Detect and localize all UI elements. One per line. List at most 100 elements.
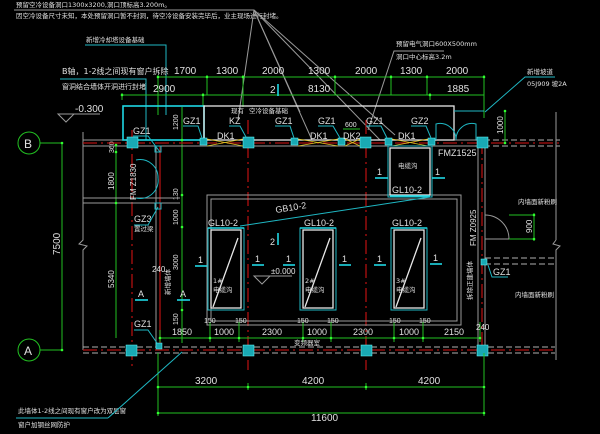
dim-bottom-1000: 1000 <box>214 327 234 337</box>
section-1-marks <box>195 177 445 267</box>
dim-bottom-4200b: 4200 <box>418 376 441 387</box>
dim-bottom-1000c: 1000 <box>399 327 419 337</box>
column-gz1 <box>199 137 208 146</box>
note-electrical-1: 预留电气洞口600X500mm <box>396 39 477 48</box>
dim-bottom-1000b: 1000 <box>307 327 327 337</box>
section-1-label: 1 <box>433 253 438 263</box>
cable-trench-2 <box>299 227 337 311</box>
leader-line <box>60 78 147 140</box>
label-fmz1525: FMZ1525 <box>438 148 477 158</box>
dim-top-2900: 2900 <box>153 84 176 95</box>
note-ac-opening: 预留空冷设备洞口1300x3200,洞口顶标高3.200m。 <box>16 0 171 9</box>
dim-top-1700: 1700 <box>174 66 197 77</box>
door-swing <box>135 159 159 179</box>
label-fmz1830: FM Z1830 <box>129 163 138 200</box>
dim-left-1000: 1000 <box>173 209 180 225</box>
label-leader <box>134 329 158 344</box>
door-swing <box>484 214 510 240</box>
trench-2-no: 2# <box>305 277 315 285</box>
dk-openings <box>206 138 429 147</box>
label-fire-beam: 置过梁 <box>134 224 154 233</box>
column-gz1 <box>384 137 393 146</box>
label-gl10-3: GL10-2 <box>392 218 422 228</box>
trench-1-no: 1# <box>213 277 223 285</box>
dim-top-1300: 1300 <box>216 66 239 77</box>
dim-left-1800: 1800 <box>107 172 116 190</box>
note-electrical-2: 洞口中心标高3.2m <box>396 52 452 61</box>
label-cabinet: 变频器室 <box>294 338 321 347</box>
section-1-label: 1 <box>435 167 440 177</box>
dim-bottom-150: 150 <box>327 318 339 325</box>
dim-ticks-top <box>121 75 485 118</box>
cable-trench-1 <box>207 227 245 311</box>
label-remove-wall: 拆除正建墙体 <box>465 261 474 301</box>
dim-mid-240: 240 <box>152 265 166 274</box>
section-1-label: 1 <box>198 255 203 265</box>
column-gz1-right <box>480 258 488 266</box>
label-dk1: DK1 <box>310 131 328 141</box>
label-leader <box>487 264 508 278</box>
leader-line <box>237 9 255 121</box>
label-ac-foundation: 空冷设备基础 <box>249 106 289 115</box>
note-bottom-1: 此墙体1-2线之间现有窗户改为双层窗 <box>18 406 126 415</box>
label-gz3: GZ3 <box>134 214 152 224</box>
dim-bottom-4200: 4200 <box>302 376 325 387</box>
dim-top-2: 2 <box>270 85 276 96</box>
dim-bottom-2150: 2150 <box>444 327 464 337</box>
break-line-right <box>552 239 561 360</box>
lintel-block <box>154 202 162 210</box>
level-floor: ±0.000 <box>271 267 296 276</box>
section-1-label: 1 <box>377 254 382 264</box>
label-gz1: GZ1 <box>318 116 336 126</box>
label-fmz0925: FM Z0925 <box>469 209 478 246</box>
leader-line <box>253 9 381 141</box>
dim-right-900: 900 <box>525 219 534 233</box>
leader-line <box>85 44 167 115</box>
level-triangle-icon <box>56 113 76 123</box>
label-gl10: GL10-2 <box>392 185 422 195</box>
dim-bottom-1850: 1850 <box>172 327 192 337</box>
label-gz2: GZ2 <box>411 116 429 126</box>
dim-left-150: 150 <box>173 313 180 325</box>
column-a <box>125 344 138 357</box>
dim-top-1300b: 1300 <box>308 66 331 77</box>
dim-tick-dots <box>60 75 536 415</box>
dim-bottom-150: 150 <box>235 318 247 325</box>
dim-bottom-2300b: 2300 <box>353 327 373 337</box>
label-existing: 现有 <box>231 106 245 115</box>
level-triangle-icon <box>252 275 272 285</box>
note-new-ramp-2: 05J909 坡2A <box>527 79 567 88</box>
column-gz1 <box>337 137 346 146</box>
dim-top-8130: 8130 <box>308 84 331 95</box>
dim-bottom-150: 150 <box>389 318 401 325</box>
axis-b-label: B <box>24 137 32 151</box>
label-dk1: DK1 <box>217 131 235 141</box>
dim-left-1200: 1200 <box>173 114 180 130</box>
door-swing <box>135 177 159 199</box>
existing-ac-foundation <box>203 105 455 141</box>
dim-bottom-150: 150 <box>419 318 431 325</box>
note-ac-sealing: 因空冷设备尺寸未知，本处预留洞口暂不封洞，待空冷设备安装完毕后，业主现场进行封堵… <box>16 11 283 20</box>
column-a <box>360 344 373 357</box>
section-1-label: 1 <box>377 167 382 177</box>
note-bottom-2: 窗户加钢丝网防护 <box>18 420 70 429</box>
label-inner-wall: 内墙面新粉刷 <box>518 197 557 206</box>
level-outside: -0.300 <box>75 104 104 115</box>
column-gz1 <box>290 137 299 146</box>
leader-line <box>484 76 555 113</box>
column-gz2 <box>427 137 436 146</box>
label-gz1-right: GZ1 <box>493 267 511 277</box>
dim-ticks-bottom-2 <box>157 353 485 416</box>
dim-top-1300c: 1300 <box>400 66 423 77</box>
column-corner <box>476 136 489 149</box>
section-1-label: 1 <box>255 254 260 264</box>
label-leaders <box>133 125 432 153</box>
label-dk1: DK1 <box>398 131 416 141</box>
label-trench-top: 电缆沟 <box>398 161 418 170</box>
dim-top-1885: 1885 <box>447 84 470 95</box>
section-a-mark: A <box>180 289 186 299</box>
column-gz1 <box>126 136 139 149</box>
label-gz1: GZ1 <box>183 116 201 126</box>
label-gz1-bottom: GZ1 <box>134 319 152 329</box>
